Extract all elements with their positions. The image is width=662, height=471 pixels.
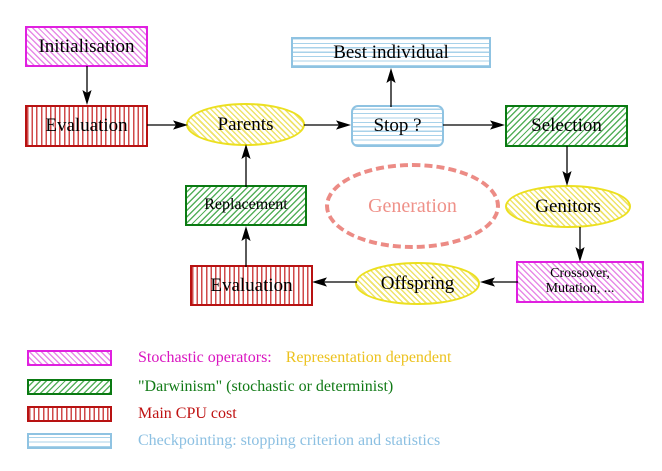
legend-row: Stochastic operators: Representation depe… bbox=[27, 348, 451, 368]
node-initialisation-label: Initialisation bbox=[38, 35, 135, 57]
node-evaluation-bottom-label: Evaluation bbox=[210, 274, 293, 296]
node-best-individual[interactable]: Best individual bbox=[291, 37, 491, 68]
legend-label-representation-dependent: Representation dependent bbox=[285, 349, 452, 366]
legend: Stochastic operators: Representation depe… bbox=[0, 336, 662, 461]
edge-selection-to-genitors bbox=[560, 146, 574, 187]
legend-swatch-red-vertical-hatch-icon bbox=[27, 406, 112, 422]
node-selection-label: Selection bbox=[531, 115, 602, 137]
node-parents-label: Parents bbox=[217, 113, 274, 135]
node-parents[interactable]: Parents bbox=[186, 103, 305, 146]
legend-row: Main CPU cost bbox=[27, 404, 237, 424]
legend-swatch-blue-horizontal-hatch-icon bbox=[27, 433, 112, 449]
edge-stop-to-best-individual bbox=[384, 67, 398, 107]
node-selection[interactable]: Selection bbox=[505, 105, 628, 147]
node-stop[interactable]: Stop ? bbox=[351, 105, 444, 147]
node-crossover-mutation[interactable]: Crossover, Mutation, ... bbox=[516, 261, 644, 303]
edge-parents-to-stop bbox=[304, 118, 352, 132]
legend-label-stochastic-operators: Stochastic operators: bbox=[138, 349, 272, 366]
node-replacement-label: Replacement bbox=[204, 196, 288, 214]
node-offspring-label: Offspring bbox=[380, 272, 455, 294]
node-generation-label: Generation bbox=[368, 194, 457, 217]
node-evaluation-bottom[interactable]: Evaluation bbox=[190, 265, 313, 306]
node-evaluation-top[interactable]: Evaluation bbox=[25, 105, 148, 147]
legend-label-checkpointing: Checkpointing: stopping criterion and st… bbox=[138, 432, 441, 449]
edge-replacement-to-parents bbox=[239, 143, 253, 187]
legend-swatch-green-diagonal-hatch-icon bbox=[27, 379, 112, 395]
edge-offspring-to-evaluation bbox=[311, 275, 357, 289]
legend-label-darwinism: "Darwinism" (stochastic or determinist) bbox=[138, 378, 394, 395]
edge-stop-to-selection bbox=[443, 118, 506, 132]
edge-crossover-to-offspring bbox=[479, 275, 518, 289]
node-genitors-label: Genitors bbox=[535, 195, 601, 217]
node-initialisation[interactable]: Initialisation bbox=[25, 26, 148, 67]
legend-row: Checkpointing: stopping criterion and st… bbox=[27, 431, 440, 451]
node-genitors[interactable]: Genitors bbox=[505, 185, 631, 228]
legend-row: "Darwinism" (stochastic or determinist) bbox=[27, 377, 393, 397]
legend-swatch-magenta-diagonal-hatch-icon bbox=[27, 350, 112, 366]
edge-evaluation-to-replacement bbox=[239, 225, 253, 267]
edge-genitors-to-crossover bbox=[573, 227, 587, 263]
node-stop-label: Stop ? bbox=[373, 115, 422, 137]
edge-initialisation-to-evaluation bbox=[80, 66, 94, 106]
node-evaluation-top-label: Evaluation bbox=[45, 115, 128, 137]
node-crossover-mutation-label-line1: Crossover, bbox=[550, 266, 610, 282]
legend-label-main-cpu-cost: Main CPU cost bbox=[138, 405, 237, 422]
node-crossover-mutation-label-line2: Mutation, ... bbox=[545, 281, 615, 296]
node-offspring[interactable]: Offspring bbox=[355, 262, 480, 305]
edge-evaluation-to-parents bbox=[147, 118, 189, 132]
node-best-individual-label: Best individual bbox=[333, 41, 449, 63]
node-generation: Generation bbox=[325, 163, 500, 249]
node-replacement[interactable]: Replacement bbox=[185, 185, 307, 226]
